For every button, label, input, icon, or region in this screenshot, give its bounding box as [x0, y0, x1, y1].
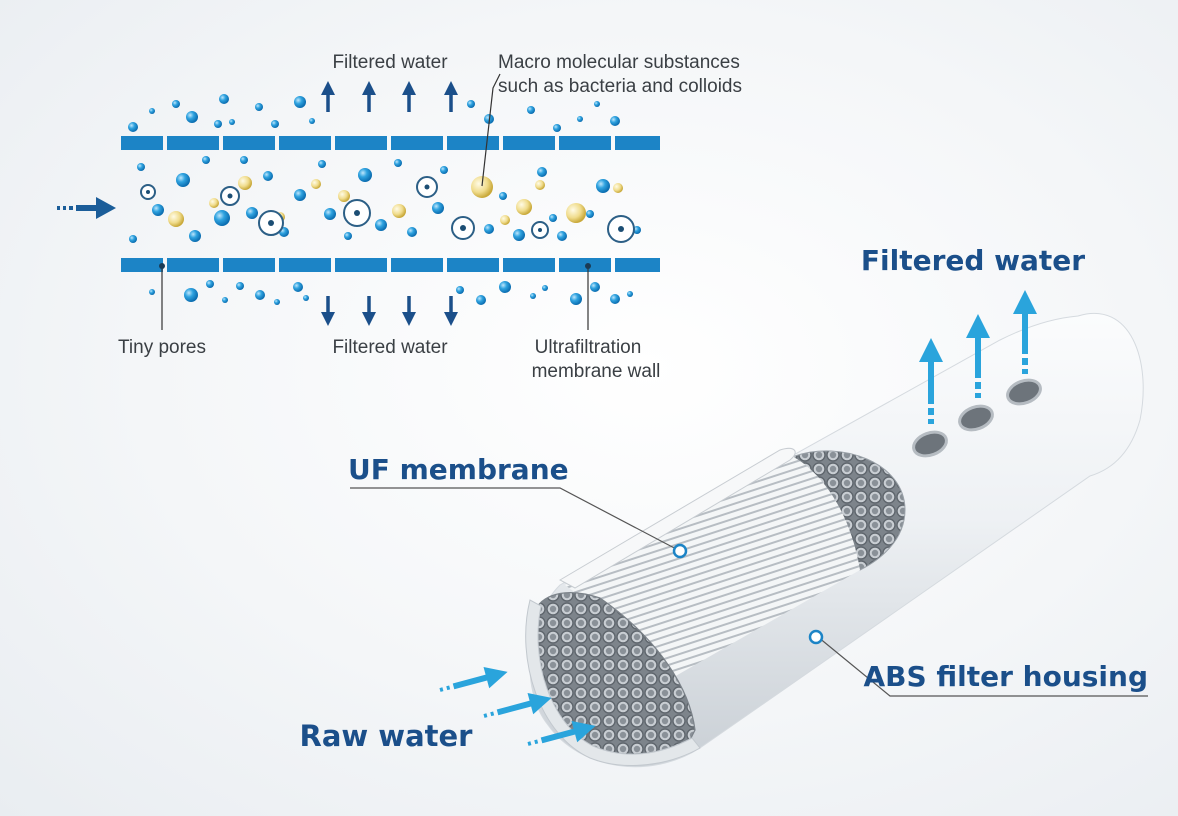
housing-cut-rim — [558, 447, 796, 589]
inflow-arrow-icon — [57, 197, 116, 219]
housing-marker — [808, 629, 824, 645]
cartridge-callout-lines — [350, 487, 1148, 697]
label-substances-line1: Macro molecular substances — [498, 52, 740, 73]
label-filtered-water-bottom: Filtered water — [332, 337, 448, 358]
water-droplets-filtered-top — [128, 94, 620, 132]
label-substances-line2: such as bacteria and colloids — [498, 76, 742, 97]
up-arrow-icons — [321, 81, 458, 112]
membrane-wall-top — [121, 136, 660, 150]
outlet-holes — [912, 378, 1042, 458]
label-raw-water: Raw water — [300, 719, 474, 753]
water-droplets-filtered-bottom — [149, 280, 633, 305]
wall-marker — [585, 263, 591, 269]
label-uf-membrane: UF membrane — [348, 453, 569, 486]
label-membrane-wall-line2: membrane wall — [532, 361, 661, 382]
uf-membrane-marker — [672, 543, 688, 559]
label-filtered-water: Filtered water — [861, 244, 1085, 277]
down-arrow-icons — [321, 296, 458, 326]
label-tiny-pores: Tiny pores — [118, 337, 206, 358]
membrane-wall-bottom — [121, 258, 660, 272]
label-filtered-water-top: Filtered water — [332, 52, 448, 73]
filter-cartridge: Filtered water UF membrane ABS filter ho… — [300, 244, 1148, 768]
bacteria-nucleus — [146, 184, 624, 232]
label-membrane-wall-line1: Ultrafiltration — [535, 337, 642, 358]
raw-water-inflow-arrow-icons — [439, 666, 596, 746]
membrane-fiber-bundle — [565, 455, 860, 685]
front-rim-edge — [525, 599, 701, 766]
water-droplets-channel — [129, 156, 641, 243]
callout-leader-lines — [161, 73, 589, 330]
pore-marker — [159, 263, 165, 269]
membrane-cross-section: Filtered water Macro molecular substance… — [57, 52, 742, 382]
label-abs-filter-housing: ABS filter housing — [863, 660, 1148, 693]
outflow-arrow-icons — [919, 290, 1037, 424]
